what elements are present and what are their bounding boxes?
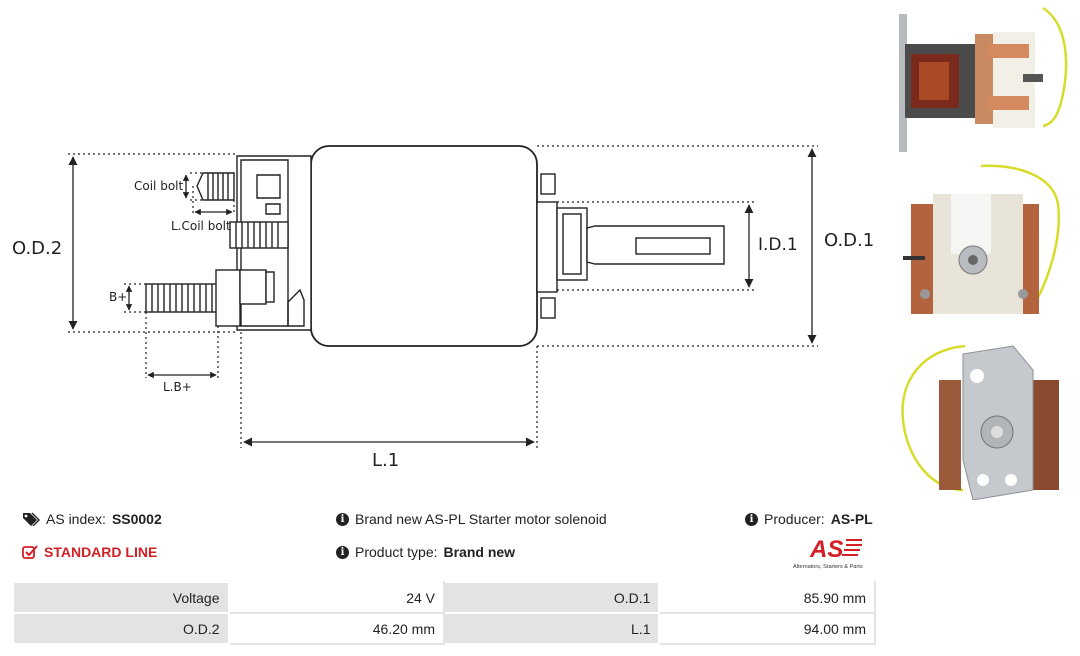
standard-line-label: STANDARD LINE <box>44 544 158 560</box>
standard-line-badge: STANDARD LINE <box>22 544 157 560</box>
l1-label: L.1 <box>372 450 399 471</box>
product-type-label: Product type: <box>355 544 438 560</box>
spec-value: 85.90 mm <box>658 581 876 614</box>
spec-value: 24 V <box>227 581 446 614</box>
tag-icon <box>23 512 40 526</box>
producer-value: AS-PL <box>830 511 873 527</box>
spec-label: O.D.2 <box>12 612 230 645</box>
spec-label: O.D.1 <box>442 581 661 614</box>
coil-bolt-label: Coil bolt <box>134 179 183 193</box>
product-type: i Product type: Brand new <box>336 544 515 560</box>
info-icon: i <box>336 545 349 559</box>
info-icon: i <box>745 512 758 526</box>
product-photo-rear <box>903 164 1061 315</box>
producer: i Producer: AS-PL <box>745 511 873 527</box>
b-plus-label: B+ <box>109 290 127 304</box>
product-photo-front <box>901 344 1059 500</box>
as-index-value: SS0002 <box>111 511 162 527</box>
id1-label: I.D.1 <box>758 235 798 255</box>
as-pl-logo: AS Alternators, Starters & Parts <box>793 536 863 570</box>
svg-text:Alternators, Starters & Parts: Alternators, Starters & Parts <box>793 564 863 570</box>
table-row: O.D.2 46.20 mm L.1 94.00 mm <box>12 612 876 645</box>
as-index: AS index: SS0002 <box>22 511 162 527</box>
od1-label: O.D.1 <box>824 230 874 251</box>
check-square-icon <box>22 545 38 559</box>
svg-text:AS: AS <box>809 536 843 563</box>
spec-label: L.1 <box>442 612 661 645</box>
producer-label: Producer: <box>764 511 825 527</box>
spec-value: 94.00 mm <box>658 612 876 645</box>
od2-label: O.D.2 <box>12 238 62 259</box>
table-row: Voltage 24 V O.D.1 85.90 mm <box>12 581 876 614</box>
solenoid-dimension-drawing: O.D.2 O.D.1 I.D.1 L.1 Coil bolt L.Coil b… <box>12 145 874 471</box>
spec-label: Voltage <box>12 581 230 614</box>
spec-value: 46.20 mm <box>227 612 446 645</box>
l-b-plus-label: L.B+ <box>163 380 192 394</box>
description-text: Brand new AS-PL Starter motor solenoid <box>355 511 607 527</box>
product-photo-side <box>899 6 1068 152</box>
product-description: i Brand new AS-PL Starter motor solenoid <box>336 511 607 527</box>
product-type-value: Brand new <box>443 544 516 560</box>
specs-table: Voltage 24 V O.D.1 85.90 mm O.D.2 46.20 … <box>12 581 876 645</box>
as-index-label: AS index: <box>46 511 106 527</box>
l-coil-bolt-label: L.Coil bolt <box>171 219 231 233</box>
info-icon: i <box>336 512 349 526</box>
